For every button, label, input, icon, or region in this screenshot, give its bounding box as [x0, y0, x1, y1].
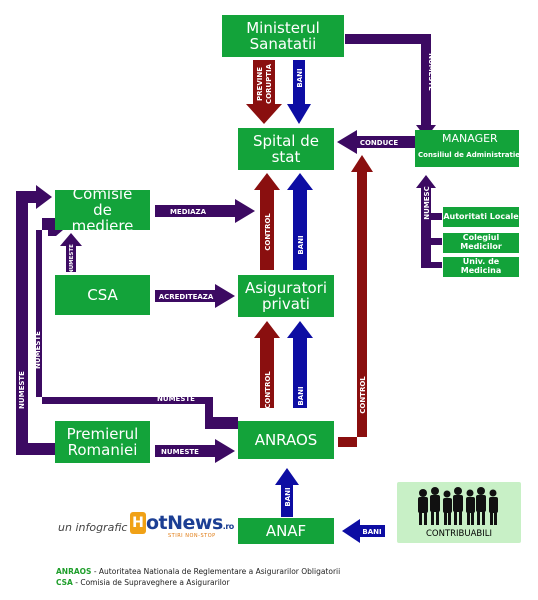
arrow-control-asiguratori: CONTROL: [254, 321, 280, 409]
node-comisie: Comisie de mediere: [55, 186, 150, 234]
hotnews-logo: H otNews.ro STIRI NON-STOP: [130, 512, 234, 542]
label-bani-contribuabili: BANI: [362, 528, 381, 536]
arrow-previne-coruptia: PREVINE CORUPTIA: [246, 60, 282, 124]
legend-anraos: ANRAOS - Autoritatea Nationala de Reglem…: [56, 567, 340, 576]
label-numeste-manager: NUMESTE: [427, 53, 435, 91]
label-numeste-premier: NUMESTE: [161, 448, 199, 456]
label-acrediteaza: ACREDITEAZA: [159, 293, 214, 301]
legend-anraos-abbr: ANRAOS: [56, 567, 92, 576]
label-bani-asiguratori: BANI: [297, 386, 305, 405]
arrow-numeste-manager: NUMESTE: [345, 34, 436, 138]
arrow-numeste-inner: NUMESTE NUMESTE: [34, 212, 238, 429]
node-ministerul-label: Ministerul Sanatatii: [246, 18, 320, 53]
label-bani: BANI: [296, 68, 304, 87]
node-anaf: ANAF: [238, 518, 334, 544]
arrow-mediaza: MEDIAZA: [155, 199, 255, 223]
node-spital: Spital de stat: [238, 128, 334, 170]
node-univ: Univ. de Medicina: [443, 257, 519, 277]
node-premierul-label: Premierul Romaniei: [66, 424, 139, 459]
arrow-numeste-premier: NUMESTE: [155, 439, 235, 463]
node-premierul: Premierul Romaniei: [55, 421, 150, 463]
arrow-numesc: NUMESC: [416, 175, 442, 268]
label-previne: PREVINE: [256, 67, 264, 101]
hotnews-logo-domain: .ro: [222, 522, 234, 531]
arrow-control-anraos-spital: CONTROL: [338, 155, 373, 447]
people-silhouettes-icon: [418, 487, 498, 525]
label-mediaza: MEDIAZA: [170, 208, 207, 216]
legend-anraos-text: - Autoritatea Nationala de Reglementare …: [91, 567, 341, 576]
label-control-anraos: CONTROL: [359, 376, 367, 414]
label-bani-spital: BANI: [297, 235, 305, 254]
node-colegiul: Colegiul Medicilor: [443, 233, 519, 253]
hotnews-logo-word: otNews.ro: [146, 512, 234, 534]
label-numeste-inner-h: NUMESTE: [157, 395, 195, 403]
legend-csa: CSA - Comisia de Supraveghere a Asigurar…: [56, 578, 230, 587]
arrow-numeste-outer: NUMESTE: [16, 185, 55, 455]
arrow-bani-contribuabili: BANI: [342, 519, 385, 543]
label-bani-anaf: BANI: [284, 487, 292, 506]
arrow-bani-spital: BANI: [287, 173, 313, 270]
arrow-bani-anaf: BANI: [275, 468, 299, 517]
node-manager-sub: Consiliul de Administratie: [418, 151, 520, 159]
node-contribuabili: CONTRIBUABILI: [397, 482, 521, 543]
node-csa: CSA: [55, 275, 150, 315]
label-coruptia: CORUPTIA: [265, 63, 273, 104]
label-control-spital: CONTROL: [264, 213, 272, 251]
label-conduce: CONDUCE: [360, 139, 399, 147]
node-ministerul: Ministerul Sanatatii: [222, 15, 344, 57]
node-comisie-label: Comisie de mediere: [71, 184, 134, 236]
node-spital-label: Spital de stat: [253, 131, 319, 166]
node-anraos: ANRAOS: [238, 421, 334, 459]
hotnews-logo-h: H: [130, 512, 146, 534]
node-asiguratori-label: Asiguratori privati: [244, 278, 328, 313]
arrow-control-spital: CONTROL: [254, 173, 280, 270]
legend-csa-abbr: CSA: [56, 578, 73, 587]
arrow-bani-minister: BANI: [287, 60, 311, 124]
legend-csa-text: - Comisia de Supraveghere a Asigurarilor: [72, 578, 230, 587]
arrow-numeste-csa: NUMESTE: [60, 233, 82, 274]
label-numeste-inner: NUMESTE: [34, 331, 42, 369]
node-asiguratori: Asiguratori privati: [238, 275, 334, 317]
arrow-acrediteaza: ACREDITEAZA: [155, 284, 235, 308]
node-autoritati: Autoritati Locale: [443, 207, 519, 227]
node-contribuabili-label: CONTRIBUABILI: [425, 529, 493, 539]
label-numeste-outer: NUMESTE: [18, 371, 26, 409]
hotnews-logo-tagline: STIRI NON-STOP: [168, 533, 216, 539]
node-manager: [415, 130, 519, 167]
credit-prefix: un infografic: [58, 521, 128, 534]
arrow-bani-asiguratori: BANI: [287, 321, 313, 408]
label-numeste-csa: NUMESTE: [69, 244, 75, 274]
hotnews-logo-text: otNews: [146, 512, 223, 534]
arrow-conduce: CONDUCE: [337, 130, 415, 154]
label-numesc: NUMESC: [423, 186, 431, 219]
label-control-asiguratori: CONTROL: [264, 371, 272, 409]
node-manager-title: MANAGER: [442, 132, 498, 145]
